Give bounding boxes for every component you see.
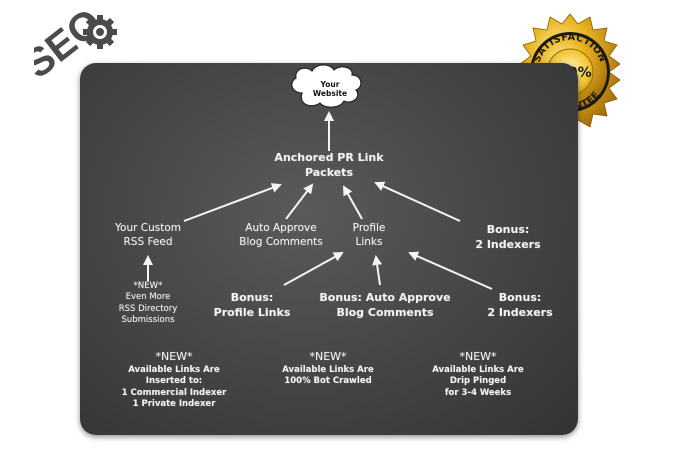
arrow-bonusprofile-to-profile	[283, 252, 344, 286]
bonus-auto-approve-label: Bonus: Auto Approve Blog Comments	[319, 291, 451, 319]
note-inserted-indexers: *NEW* Available Links Are Inserted to: 1…	[121, 350, 227, 410]
chalkboard-diagram: Your Website Anchored PR Link Packets Yo…	[80, 63, 578, 435]
bonus-profile-links-label: Bonus: Profile Links	[213, 291, 291, 319]
rss-submissions-label: *NEW* Even More RSS Directory Submission…	[118, 281, 178, 326]
rss-feed-label: Your Custom RSS Feed	[115, 222, 181, 249]
bonus-indexers-top-label: Bonus: 2 Indexers	[475, 223, 541, 251]
note-drip-pinged: *NEW* Available Links Are Drip Pinged fo…	[432, 350, 524, 398]
cloud-shape	[291, 64, 362, 108]
arrow-bonus-to-hub	[374, 181, 461, 222]
hub-label: Anchored PR Link Packets	[274, 151, 384, 179]
your-website-label: Your Website	[312, 80, 348, 99]
arrow-auto-to-hub	[285, 183, 314, 220]
arrow-rss-to-hub	[183, 183, 282, 222]
bonus-indexers-bottom-label: Bonus: 2 Indexers	[487, 291, 553, 319]
auto-approve-label: Auto Approve Blog Comments	[239, 222, 323, 249]
arrows-layer	[143, 64, 493, 290]
arrow-profile-to-hub	[343, 185, 363, 220]
arrow-bonusidx-to-profile	[408, 251, 493, 290]
arrow-bonusauto-to-profile	[372, 255, 383, 286]
profile-links-label: Profile Links	[352, 222, 386, 249]
note-bot-crawled: *NEW* Available Links Are 100% Bot Crawl…	[282, 350, 374, 387]
gear-icon	[83, 15, 117, 49]
